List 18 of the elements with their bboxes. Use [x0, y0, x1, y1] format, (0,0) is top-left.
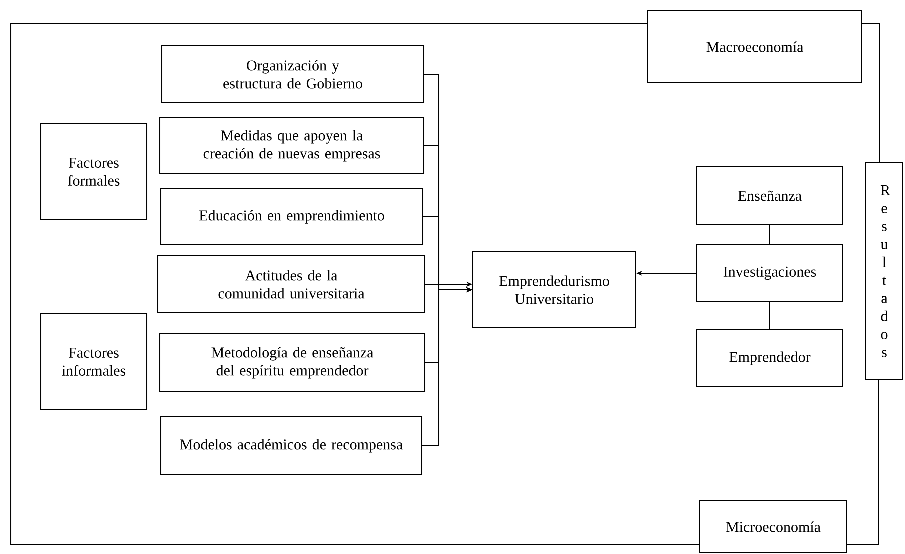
factor-box: Factores formales: [40, 124, 148, 220]
frame-line: [10, 24, 700, 546]
process-box: Modelos académicos de recompensa: [160, 416, 422, 476]
process-box: Actitudes de la comunidad universitaria: [158, 256, 426, 314]
process-box: Metodología de enseñanza del espíritu emprendedor: [160, 334, 426, 392]
process-box: Educación en emprendimiento: [160, 188, 424, 246]
process-box: Organización y estructura de Gobierno: [162, 46, 424, 104]
process-box: Microeconomía: [700, 500, 848, 554]
process-box: Macroeconomía: [648, 10, 862, 84]
process-box: Investigaciones: [696, 244, 844, 302]
connector-line: [862, 24, 880, 163]
process-box: Enseñanza: [696, 166, 844, 226]
factor-box: Factores informales: [40, 314, 148, 410]
vertical-text-box: Resultados: [866, 162, 904, 380]
process-box: Emprendedor: [696, 330, 844, 388]
process-box: Emprendedurismo Universitario: [472, 252, 636, 328]
process-box: Medidas que apoyen la creación de nuevas empresas: [160, 118, 424, 174]
connector-line: [847, 380, 880, 546]
